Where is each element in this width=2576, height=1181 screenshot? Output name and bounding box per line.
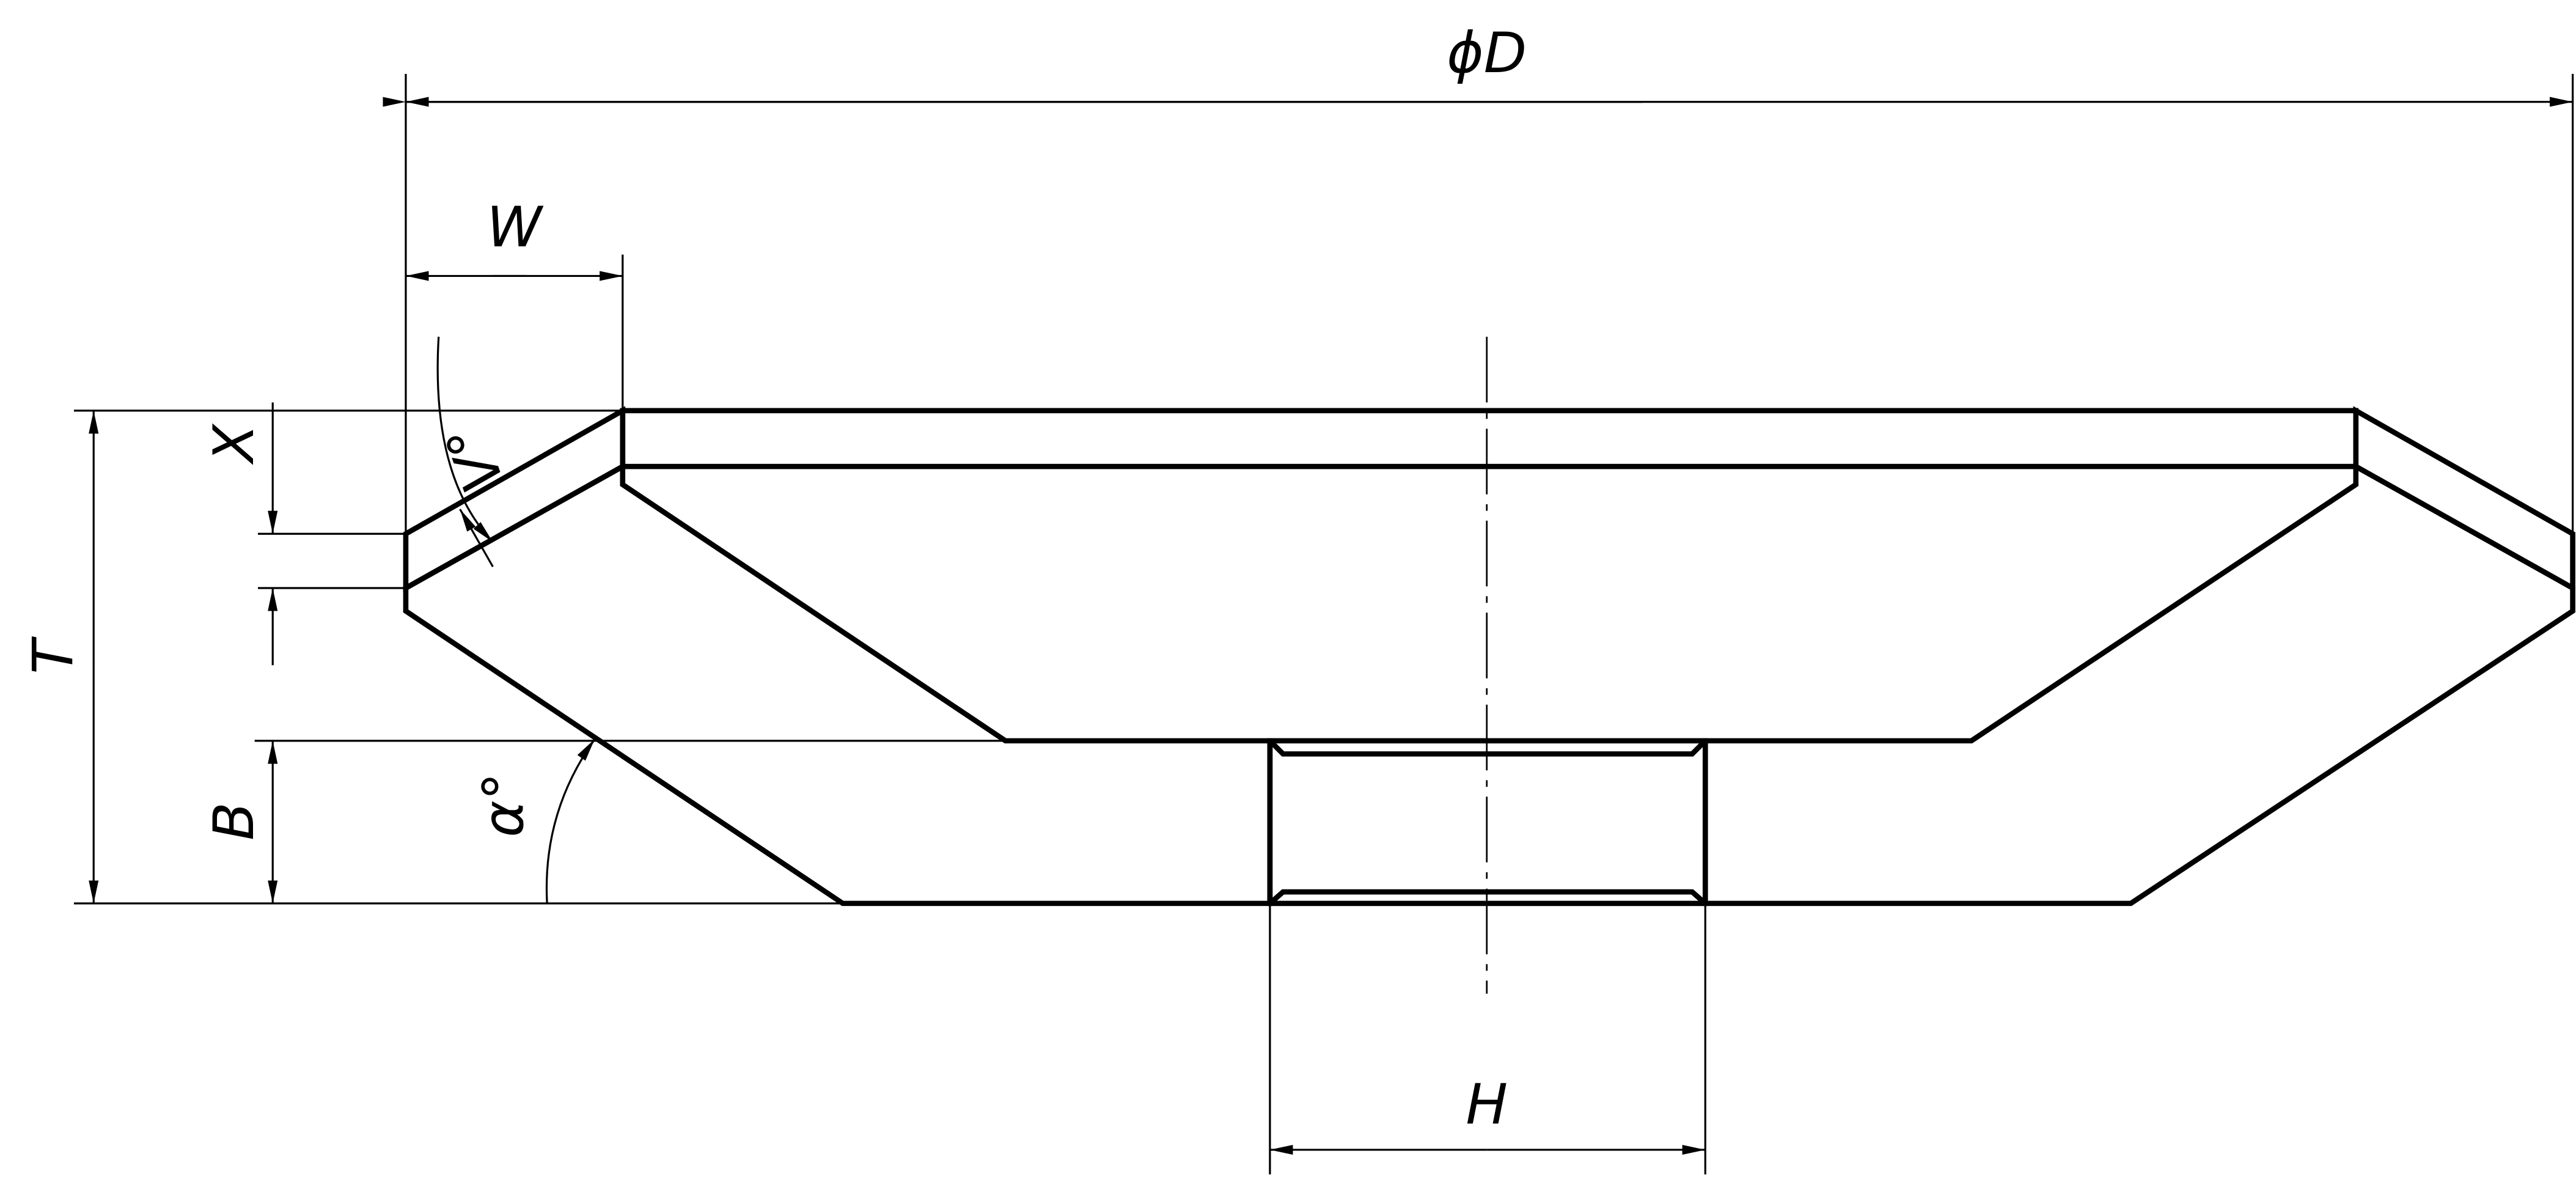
dimension-lines bbox=[89, 97, 2573, 1155]
label-bore: H bbox=[1466, 1072, 1508, 1137]
dim-rim-angle-arc bbox=[436, 336, 494, 543]
body-section-right bbox=[1702, 462, 2575, 907]
label-width: W bbox=[486, 194, 544, 260]
bore-chamfer-top bbox=[1268, 738, 1708, 757]
extension-lines bbox=[73, 73, 2574, 1175]
label-total-height: T bbox=[20, 636, 86, 674]
label-rim-angle: V° bbox=[433, 416, 517, 501]
label-cone-angle: α° bbox=[471, 773, 536, 837]
body-section-left bbox=[403, 462, 1273, 907]
label-base-height: B bbox=[201, 802, 266, 841]
bore-chamfer-bottom bbox=[1268, 889, 1708, 906]
dim-cone-angle-arc bbox=[545, 738, 596, 903]
abrasive-rim-right bbox=[2353, 406, 2575, 593]
label-rim-height: X bbox=[201, 423, 266, 465]
top-face bbox=[620, 408, 2359, 469]
label-diameter: ϕD bbox=[1447, 20, 1527, 86]
bore bbox=[1267, 738, 1708, 907]
